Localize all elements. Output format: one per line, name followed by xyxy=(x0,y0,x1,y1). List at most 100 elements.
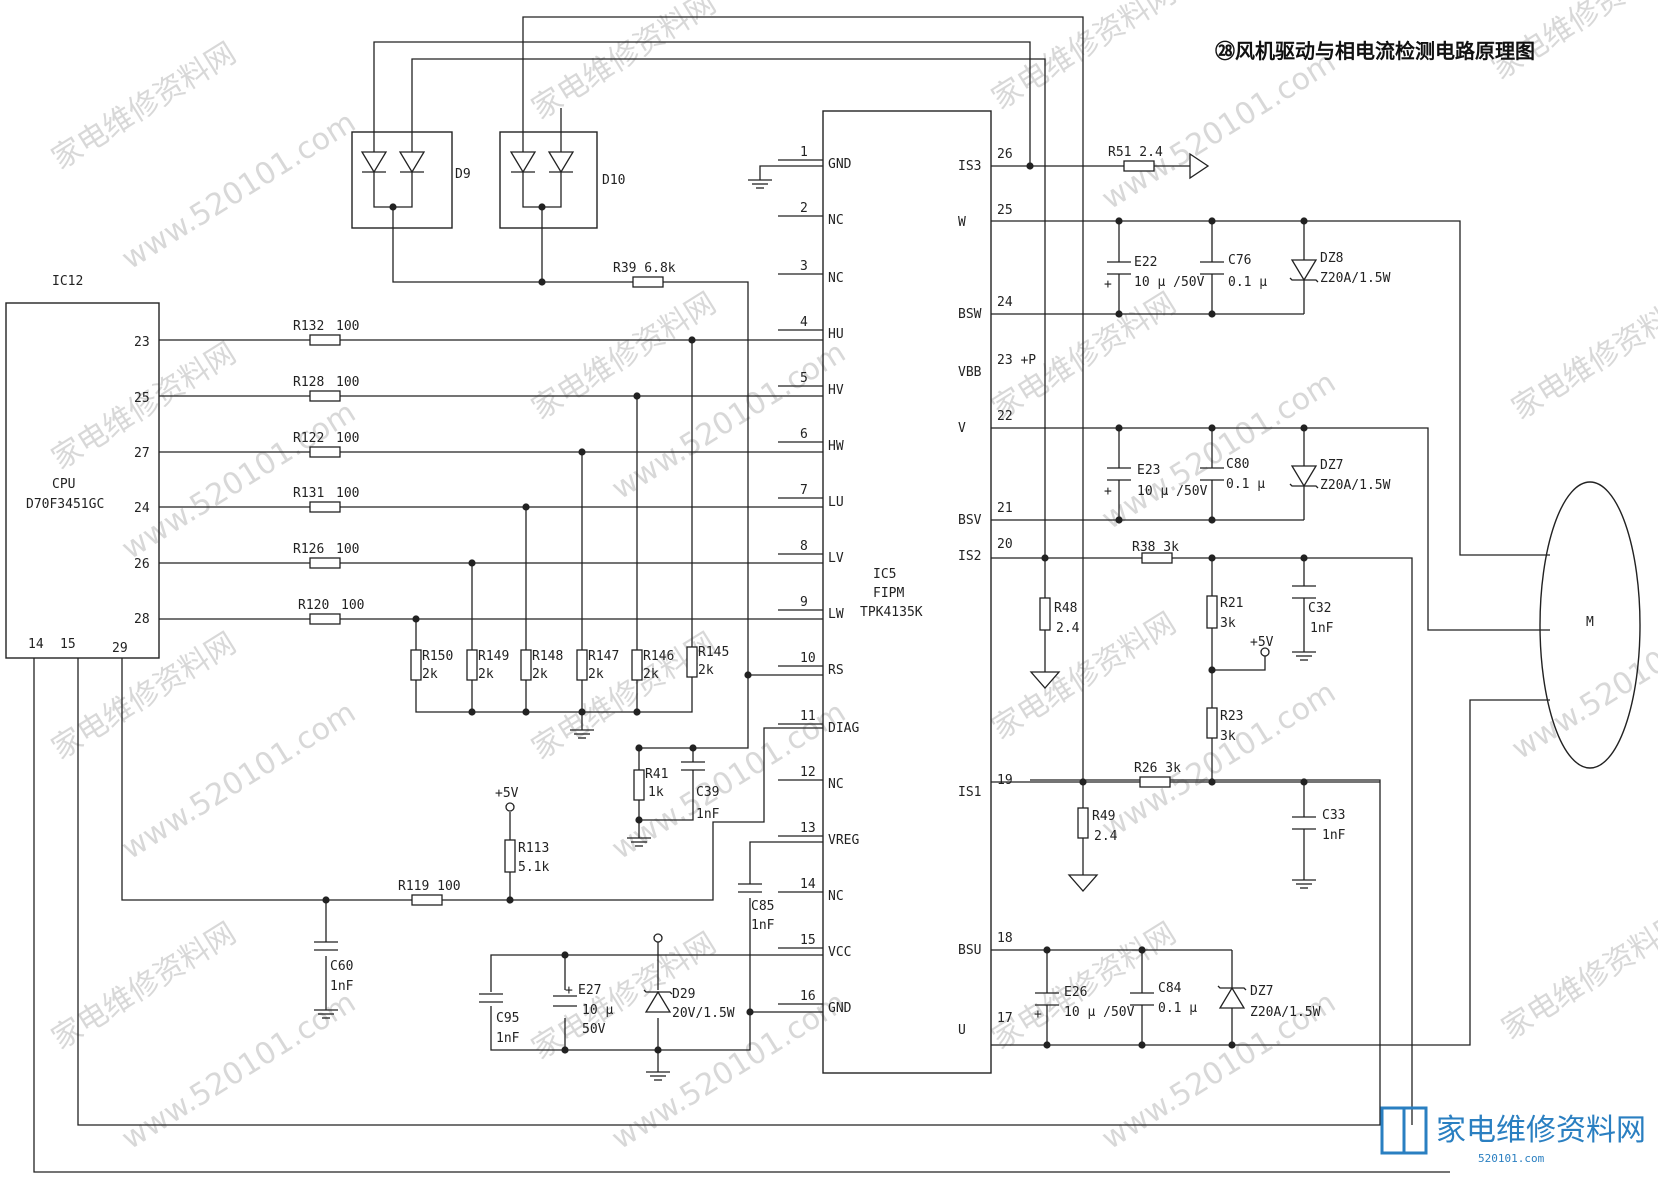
d10-diode-b xyxy=(547,151,575,174)
ground-symbols xyxy=(314,179,1316,1081)
r51-output-arrow xyxy=(1189,152,1210,180)
wire-d10-a xyxy=(522,16,1084,780)
r51 xyxy=(1123,160,1155,172)
c39-value: 1nF xyxy=(696,807,720,822)
ic12-ref: IC12 xyxy=(52,274,83,289)
watermark-text: www.520101.com xyxy=(1096,365,1342,537)
r150 xyxy=(410,649,422,681)
ic5-rpin-name-is1: IS1 xyxy=(958,785,981,800)
r132 xyxy=(309,334,341,346)
watermark-text: 家电维修资料网 xyxy=(1506,286,1658,427)
watermark-text: www.520101.com xyxy=(116,695,362,867)
vcc-5v-label-b: +5V xyxy=(1250,635,1274,650)
junction-dot xyxy=(1115,424,1123,432)
wire-r39-rs xyxy=(663,281,823,676)
ic5-rpin-name-is3: IS3 xyxy=(958,159,981,174)
wire-d9-out xyxy=(392,207,633,283)
r113-value: 5.1k xyxy=(518,860,549,875)
vcc-5v-terminal-a xyxy=(505,802,515,812)
junction-dot xyxy=(1043,946,1051,954)
c33-value: 1nF xyxy=(1322,828,1346,843)
c33-label: C33 xyxy=(1322,808,1345,823)
junction-dot xyxy=(1041,554,1049,562)
r39-label: R39 6.8k xyxy=(613,261,676,276)
motor xyxy=(1539,481,1641,769)
junction-dot xyxy=(578,708,586,716)
d9-box xyxy=(351,131,453,229)
junction-dot xyxy=(1300,217,1308,225)
d10-label: D10 xyxy=(602,173,625,188)
d29-label: D29 xyxy=(672,987,695,1002)
d29-zener xyxy=(644,990,672,1013)
ic12-pin-27: 27 xyxy=(134,446,150,461)
r23-value: 3k xyxy=(1220,729,1236,744)
c84-label: C84 xyxy=(1158,981,1182,996)
wire-pin15 xyxy=(77,658,1381,1126)
e27-plus: + xyxy=(565,983,573,998)
r113 xyxy=(504,839,516,873)
ic5-pin-name-nc: NC xyxy=(828,213,844,228)
watermark-layer: 家电维修资料网www.520101.com家电维修资料网家电维修资料网www.5… xyxy=(46,0,1658,1157)
brand-name: 家电维修资料网 xyxy=(1436,1113,1646,1148)
junction-dot xyxy=(468,708,476,716)
ic5-pin-name-hu: HU xyxy=(828,327,844,342)
c85-value: 1nF xyxy=(751,918,775,933)
c95-value: 1nF xyxy=(496,1031,520,1046)
junction-dot xyxy=(1043,1041,1051,1049)
ic5-pin-num-15: 15 xyxy=(800,933,816,948)
r128-value: 100 xyxy=(336,375,359,390)
junction-dot xyxy=(1208,554,1216,562)
wire-vreg xyxy=(749,841,823,884)
ic5-pin-num-7: 7 xyxy=(800,483,808,498)
watermark-text: 家电维修资料网 xyxy=(1496,906,1658,1047)
junction-dot xyxy=(654,1046,662,1054)
junction-dot xyxy=(538,278,546,286)
r122 xyxy=(309,446,341,458)
ic5-rpin-num-7: 19 xyxy=(997,773,1013,788)
ic5-pin-name-rs: RS xyxy=(828,663,844,678)
ic5-pin-name-vreg: VREG xyxy=(828,833,859,848)
junction-dot xyxy=(635,744,643,752)
r149-value: 2k xyxy=(478,667,494,682)
d29-terminal xyxy=(653,933,663,943)
ic12-cpu: IC12 CPU D70F3451GC 23 25 27 24 26 28 14… xyxy=(5,274,160,659)
ic5-pin-num-5: 5 xyxy=(800,371,808,386)
junction-dot xyxy=(746,1008,754,1016)
d29-value: 20V/1.5W xyxy=(672,1006,735,1021)
ic5-rpin-name-vbb: VBB xyxy=(958,365,982,380)
wire-gnd1 xyxy=(759,165,823,180)
junction-dot xyxy=(1208,516,1216,524)
r131-label: R131 xyxy=(293,486,324,501)
r120-label: R120 xyxy=(298,598,329,613)
junction-dot xyxy=(1208,310,1216,318)
ic5-pin-num-6: 6 xyxy=(800,427,808,442)
d9-label: D9 xyxy=(455,167,471,182)
r131-value: 100 xyxy=(336,486,359,501)
junction-dot xyxy=(1115,217,1123,225)
r21-label: R21 xyxy=(1220,596,1243,611)
junction-dot xyxy=(1300,424,1308,432)
r132-value: 100 xyxy=(336,319,359,334)
watermark-text: 家电维修资料网 xyxy=(986,606,1183,747)
r38 xyxy=(1141,552,1173,564)
wire-vcc xyxy=(490,954,823,992)
wire-diag xyxy=(526,727,823,901)
brand-book-left-icon xyxy=(1380,1106,1406,1155)
d10-diode-a xyxy=(509,151,537,174)
ic5-rpin-name-w: W xyxy=(958,215,966,230)
ic5-pin-name-gnd: GND xyxy=(828,157,852,172)
ic5-rpin-num-5: 21 xyxy=(997,501,1013,516)
watermark-text: 家电维修资料网 xyxy=(46,36,243,177)
ic5-pin-num-8: 8 xyxy=(800,539,808,554)
c84-value: 0.1 μ xyxy=(1158,1001,1197,1016)
r38-label: R38 3k xyxy=(1132,540,1179,555)
r145-label: R145 xyxy=(698,645,729,660)
d29-bar xyxy=(643,989,673,995)
junction-dot xyxy=(633,392,641,400)
e22-value: 10 μ /50V xyxy=(1134,275,1205,290)
junction-dot xyxy=(1228,1041,1236,1049)
r41-value: 1k xyxy=(648,785,664,800)
ic5-rpin-name-is2: IS2 xyxy=(958,549,981,564)
r48-label: R48 xyxy=(1054,601,1077,616)
c80-label: C80 xyxy=(1226,457,1249,472)
